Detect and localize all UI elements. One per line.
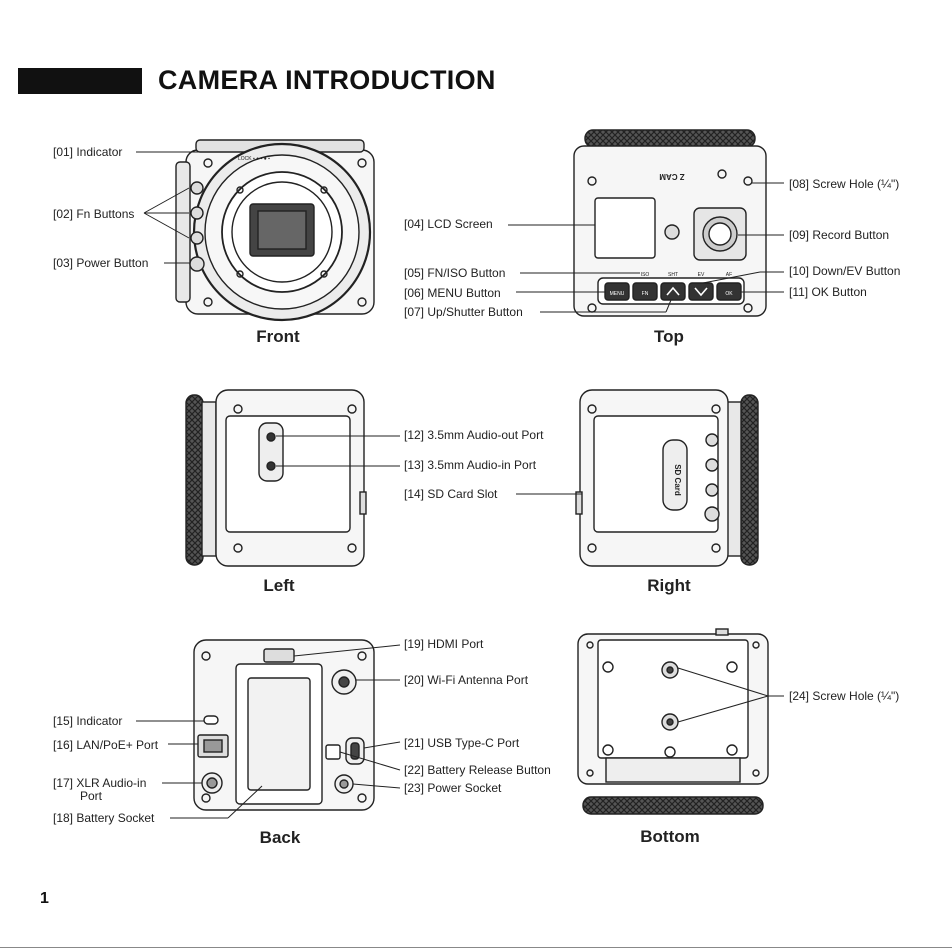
page-title: CAMERA INTRODUCTION xyxy=(158,65,496,95)
front-view xyxy=(175,139,375,322)
title-bar-block xyxy=(18,68,142,94)
label-07-up-shutter-button: [07] Up/Shutter Button xyxy=(404,305,523,319)
view-label-back: Back xyxy=(260,828,301,847)
top-sht-mark: SHT xyxy=(668,272,678,278)
label-11-ok-button: [11] OK Button xyxy=(789,285,867,299)
label-01-indicator: [01] Indicator xyxy=(53,145,122,159)
label-13-audio-in-port: [13] 3.5mm Audio-in Port xyxy=(404,458,537,472)
top-fn-key-text: FN xyxy=(642,291,649,297)
label-15-indicator: [15] Indicator xyxy=(53,714,122,728)
bottom-leader-lines xyxy=(677,667,784,723)
label-20-wifi-antenna-port: [20] Wi-Fi Antenna Port xyxy=(404,673,529,687)
top-af-mark: AF xyxy=(726,272,732,278)
top-ok-key-text: OK xyxy=(725,291,733,297)
view-label-top: Top xyxy=(654,327,684,346)
page-number: 1 xyxy=(40,890,49,907)
label-18-battery-socket: [18] Battery Socket xyxy=(53,811,155,825)
label-12-audio-out-port: [12] 3.5mm Audio-out Port xyxy=(404,428,544,442)
top-iso-mark: ISO xyxy=(641,272,650,278)
label-02-fn-buttons: [02] Fn Buttons xyxy=(53,207,134,221)
view-label-left: Left xyxy=(263,576,295,595)
label-10-down-ev-button: [10] Down/EV Button xyxy=(789,264,900,278)
view-label-front: Front xyxy=(256,327,300,346)
front-leader-lines xyxy=(136,151,236,264)
bottom-view xyxy=(577,628,769,815)
label-24-screw-hole: [24] Screw Hole (¼") xyxy=(789,689,899,703)
top-ev-mark: EV xyxy=(698,272,705,278)
top-menu-key-text: MENU xyxy=(610,291,625,297)
label-16-lan-poe-port: [16] LAN/PoE+ Port xyxy=(53,738,159,752)
view-label-bottom: Bottom xyxy=(640,827,699,846)
view-label-right: Right xyxy=(647,576,691,595)
label-09-record-button: [09] Record Button xyxy=(789,228,889,242)
top-logo-mark: Z CAM xyxy=(659,172,685,181)
left-leader-lines xyxy=(276,435,400,467)
right-sd-card-text: SD Card xyxy=(673,464,682,496)
label-23-power-socket: [23] Power Socket xyxy=(404,781,502,795)
label-17-xlr-audio-in: [17] XLR Audio-in xyxy=(53,776,146,790)
label-21-usb-type-c-port: [21] USB Type-C Port xyxy=(404,736,520,750)
top-view xyxy=(573,129,767,317)
back-leader-lines xyxy=(136,644,401,819)
label-22-battery-release-button: [22] Battery Release Button xyxy=(404,763,551,777)
label-14-sd-card-slot: [14] SD Card Slot xyxy=(404,487,498,501)
label-05-fn-iso-button: [05] FN/ISO Button xyxy=(404,266,505,280)
top-leader-lines xyxy=(508,182,784,313)
back-view xyxy=(193,639,375,811)
label-03-power-button: [03] Power Button xyxy=(53,256,148,270)
bottom-rule xyxy=(0,947,952,948)
label-08-screw-hole: [08] Screw Hole (¼") xyxy=(789,177,899,191)
label-19-hdmi-port: [19] HDMI Port xyxy=(404,637,484,651)
label-06-menu-button: [06] MENU Button xyxy=(404,286,501,300)
label-04-lcd-screen: [04] LCD Screen xyxy=(404,217,493,231)
front-lens-marks: LOCK ▪ ● ▪ ● ▪ xyxy=(238,156,270,162)
label-17-port: Port xyxy=(80,789,103,803)
right-view xyxy=(575,389,759,567)
left-view xyxy=(185,389,367,567)
